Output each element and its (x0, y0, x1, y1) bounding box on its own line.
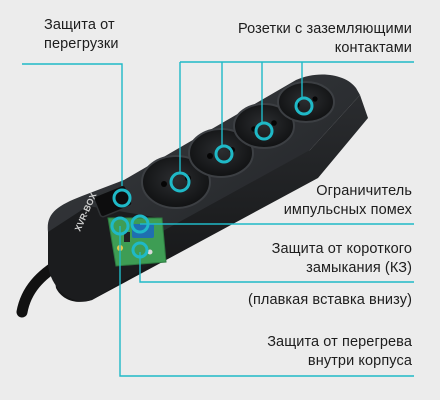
label-surge-limiter-line-1: Ограничитель (316, 183, 412, 199)
label-fuse-note: (плавкая вставка внизу) (248, 291, 412, 310)
leader-overload (22, 63, 123, 186)
label-short-circuit-line-1: Защита от короткого (271, 241, 412, 257)
leader-lines (22, 61, 414, 377)
label-grounded-sockets: Розетки с заземляющими контактами (238, 20, 412, 58)
ring-overheat (110, 216, 130, 236)
ring-overload (112, 188, 132, 208)
ring-socket-1 (169, 171, 191, 193)
sockets (141, 81, 335, 209)
ring-socket-4 (294, 96, 314, 116)
highlight-rings (110, 96, 314, 259)
ring-short-circuit (131, 241, 149, 259)
ring-socket-3 (254, 121, 274, 141)
leader-short-circuit (139, 252, 414, 283)
socket-2 (188, 128, 254, 178)
socket-4 (277, 81, 335, 123)
ring-socket-2 (214, 144, 234, 164)
label-overheat-line-2: внутри корпуса (307, 353, 412, 369)
socket-3 (233, 103, 295, 149)
label-overload: Защита от перегрузки (44, 16, 119, 54)
label-overheat-line-1: Защита от перегрева (267, 334, 412, 350)
label-grounded-sockets-line-1: Розетки с заземляющими (238, 21, 412, 37)
label-overheat: Защита от перегрева внутри корпуса (267, 333, 412, 371)
label-short-circuit-line-2: замыкания (КЗ) (306, 260, 412, 276)
label-overload-line-1: Защита от (44, 17, 115, 33)
label-fuse-note-text: (плавкая вставка внизу) (248, 292, 412, 308)
leader-overheat (119, 226, 414, 377)
label-overload-line-2: перегрузки (44, 36, 119, 52)
label-short-circuit: Защита от короткого замыкания (КЗ) (272, 240, 412, 278)
label-surge-limiter-line-2: импульсных помех (283, 202, 412, 218)
circuit-board-cutaway (107, 217, 167, 267)
label-grounded-sockets-line-2: контактами (334, 40, 412, 56)
label-surge-limiter: Ограничитель импульсных помех (284, 182, 412, 220)
ring-surge-limiter (130, 214, 150, 234)
